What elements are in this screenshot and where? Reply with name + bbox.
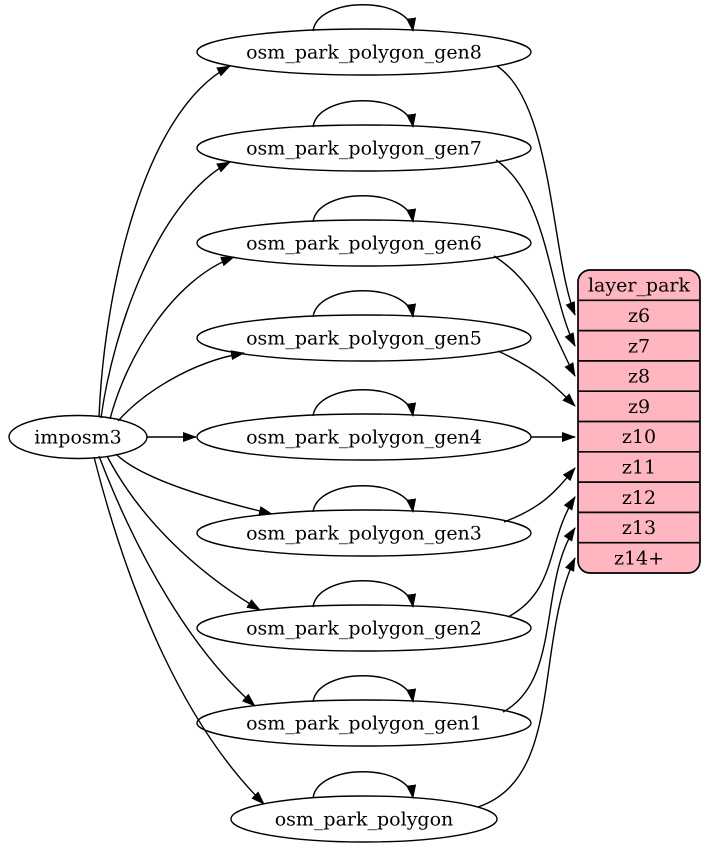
node-osm_park_polygon_gen6 (196, 219, 532, 267)
edge-osm_park_polygon_gen3-to-z11 (503, 467, 576, 523)
table-row-z6-label: z6 (628, 305, 650, 327)
self-loop-osm_park_polygon_gen2 (312, 580, 417, 608)
edge-osm_park_polygon-to-z14+ (477, 557, 576, 808)
table-row-z7-label: z7 (628, 335, 650, 357)
edge-imposm3-to-osm_park_polygon_gen1 (98, 455, 256, 707)
node-osm_park_polygon-label: osm_park_polygon (275, 809, 454, 831)
table-row-z11-label: z11 (622, 456, 656, 478)
node-osm_park_polygon (230, 795, 498, 843)
node-osm_park_polygon_gen3-label: osm_park_polygon_gen3 (246, 523, 482, 545)
edge-osm_park_polygon_gen7-to-z7 (495, 159, 576, 347)
edge-imposm3-to-osm_park_polygon_gen5 (117, 350, 245, 422)
self-loop-osm_park_polygon_gen1 (312, 675, 417, 703)
edge-osm_park_polygon_gen2-to-z12 (507, 496, 576, 618)
table-row-z9-label: z9 (628, 396, 650, 418)
node-osm_park_polygon_gen8-label: osm_park_polygon_gen8 (246, 42, 482, 64)
edge-imposm3-to-osm_park_polygon_gen7 (100, 161, 231, 419)
edge-osm_park_polygon_gen6-to-z8 (493, 255, 576, 377)
node-osm_park_polygon_gen2 (196, 604, 532, 652)
table-row-z8-label: z8 (628, 366, 650, 388)
layer-table-group: layer_park z6 z7 z8 z9 z10 z11 z12 z13 z14+ (577, 269, 701, 574)
edges-layer (93, 4, 576, 808)
table-row-z10-label: z10 (622, 426, 656, 448)
edge-imposm3-to-osm_park_polygon_gen8 (98, 65, 231, 418)
self-loop-osm_park_polygon_gen6 (312, 195, 417, 223)
edge-imposm3-to-osm_park_polygon_gen6 (109, 256, 235, 420)
layer-park-table-title: layer_park (588, 275, 691, 297)
edge-osm_park_polygon_gen1-to-z13 (502, 527, 576, 713)
node-osm_park_polygon_gen5-label: osm_park_polygon_gen5 (246, 328, 482, 350)
edge-imposm3-to-osm_park_polygon_gen2 (106, 455, 261, 611)
edge-osm_park_polygon_gen8-to-z6 (496, 65, 576, 316)
table-row-z12-label: z12 (622, 487, 656, 509)
self-loop-osm_park_polygon_gen3 (312, 485, 417, 513)
edge-osm_park_polygon_gen5-to-z9 (497, 350, 576, 407)
table-row-z13-label: z13 (622, 517, 656, 539)
node-osm_park_polygon_gen6-label: osm_park_polygon_gen6 (246, 233, 482, 255)
node-osm_park_polygon_gen5 (196, 314, 532, 362)
edge-imposm3-to-osm_park_polygon (93, 456, 265, 805)
node-osm_park_polygon_gen2-label: osm_park_polygon_gen2 (246, 618, 482, 640)
self-loop-osm_park_polygon_gen5 (312, 290, 417, 318)
self-loop-osm_park_polygon_gen8 (312, 4, 417, 32)
node-osm_park_polygon_gen8 (196, 28, 532, 76)
self-loop-osm_park_polygon (312, 771, 417, 799)
nodes-layer: imposm3 osm_park_polygon_gen8 osm_park_pol… (8, 28, 532, 843)
node-osm_park_polygon_gen1-label: osm_park_polygon_gen1 (246, 713, 482, 735)
node-osm_park_polygon_gen3 (196, 509, 532, 557)
self-loop-osm_park_polygon_gen4 (312, 389, 417, 417)
edge-imposm3-to-osm_park_polygon_gen3 (115, 453, 273, 516)
node-osm_park_polygon_gen4-label: osm_park_polygon_gen4 (246, 427, 482, 449)
node-imposm3-label: imposm3 (34, 427, 122, 449)
node-osm_park_polygon_gen1 (196, 699, 532, 747)
table-row-z14+-label: z14+ (614, 547, 664, 569)
self-loop-osm_park_polygon_gen7 (312, 100, 417, 128)
node-osm_park_polygon_gen7 (196, 124, 532, 172)
node-osm_park_polygon_gen7-label: osm_park_polygon_gen7 (246, 138, 482, 160)
